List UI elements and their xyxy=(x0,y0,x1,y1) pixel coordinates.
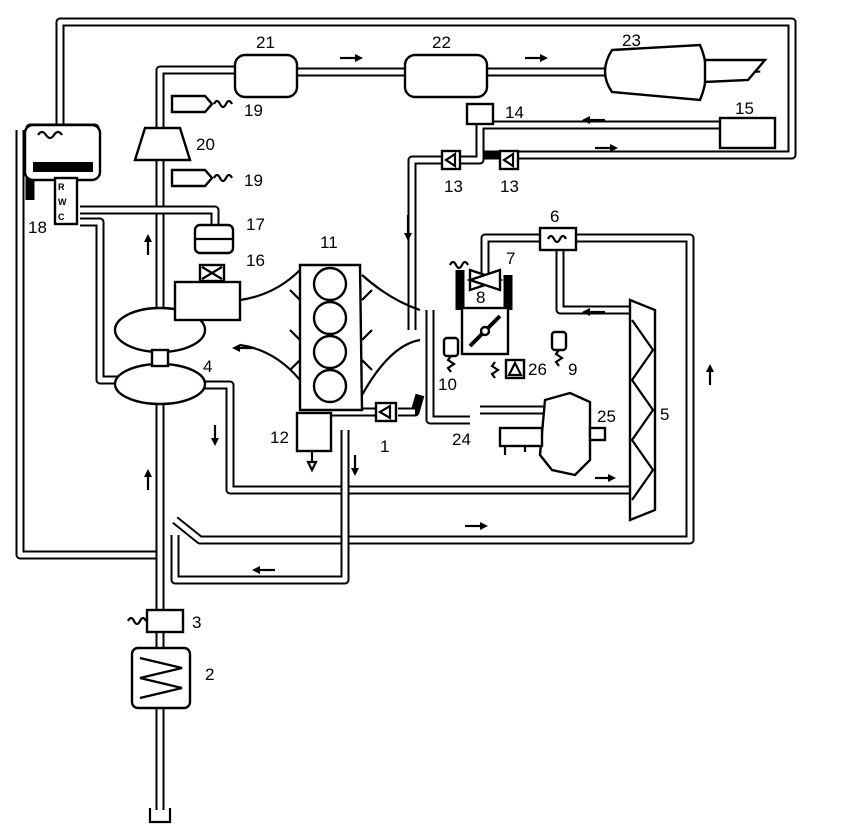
flow-arrow xyxy=(706,364,714,385)
label-21: 21 xyxy=(256,33,275,52)
label-22: 22 xyxy=(432,33,451,52)
flow-arrow xyxy=(595,144,618,152)
label-7: 7 xyxy=(506,249,515,268)
label-14: 14 xyxy=(505,103,524,122)
label-20: 20 xyxy=(196,135,215,154)
flow-arrow xyxy=(252,566,275,574)
label-5: 5 xyxy=(660,405,669,424)
throttle-position-sensor xyxy=(442,336,460,373)
flow-arrow xyxy=(340,54,363,62)
turbocharger xyxy=(113,306,207,406)
flow-arrow xyxy=(232,344,255,352)
label-9: 9 xyxy=(568,360,577,379)
flow-arrows xyxy=(144,54,714,574)
oxygen-sensor-lower xyxy=(170,168,233,188)
boost-control-solenoid xyxy=(23,123,102,226)
port-r: R xyxy=(58,182,65,192)
flow-arrow xyxy=(144,469,152,490)
label-19a: 19 xyxy=(244,101,263,120)
label-6: 6 xyxy=(550,207,559,226)
label-15: 15 xyxy=(735,99,754,118)
check-valve-1 xyxy=(374,401,398,423)
pressure-sensor xyxy=(465,102,495,126)
bypass-valve xyxy=(538,226,578,252)
oxygen-sensor-upper xyxy=(170,94,233,114)
port-w: W xyxy=(58,197,67,207)
rear-muffler xyxy=(603,43,708,102)
wastegate-housing xyxy=(173,263,242,322)
airflow-meter xyxy=(127,608,185,634)
label-16: 16 xyxy=(246,251,265,270)
port-c: C xyxy=(58,212,65,222)
label-13b: 13 xyxy=(500,177,519,196)
brake-booster xyxy=(498,391,607,477)
label-4: 4 xyxy=(203,357,212,376)
fuel-pressure-regulator xyxy=(295,411,333,473)
engine-block xyxy=(239,263,421,412)
label-10: 10 xyxy=(438,375,457,394)
label-17: 17 xyxy=(246,215,265,234)
label-1: 1 xyxy=(380,437,389,456)
label-8: 8 xyxy=(476,288,485,307)
flow-arrow xyxy=(351,455,359,476)
intake-inlet xyxy=(148,808,172,824)
label-11: 11 xyxy=(320,233,338,252)
wastegate-actuator xyxy=(193,223,235,255)
label-3: 3 xyxy=(192,613,201,632)
idle-control-valve xyxy=(449,260,504,292)
catalytic-converter xyxy=(233,53,299,99)
flow-arrow xyxy=(465,522,488,530)
flow-arrow xyxy=(404,215,412,241)
intercooler xyxy=(628,298,657,522)
label-23: 23 xyxy=(622,31,641,50)
pre-catalyst xyxy=(133,126,192,162)
check-valve-right xyxy=(498,149,520,171)
label-18: 18 xyxy=(28,218,47,237)
label-26: 26 xyxy=(528,360,547,379)
throttle-body xyxy=(460,306,510,356)
label-12: 12 xyxy=(270,428,289,447)
flow-arrow xyxy=(144,234,152,255)
label-13a: 13 xyxy=(444,177,463,196)
intake-temp-sensor xyxy=(550,330,568,367)
center-muffler xyxy=(403,53,489,99)
component-labels: 1 2 3 4 5 6 7 8 9 10 11 12 13 13 14 15 1… xyxy=(28,31,754,684)
label-24: 24 xyxy=(452,430,471,449)
check-valve-26 xyxy=(490,358,526,380)
exhaust-tailpipe xyxy=(703,58,768,84)
flow-arrow xyxy=(582,116,605,124)
flow-arrow xyxy=(582,308,605,316)
ecu xyxy=(718,116,777,150)
label-25: 25 xyxy=(597,407,616,426)
check-valve-left xyxy=(440,149,462,171)
label-19b: 19 xyxy=(244,171,263,190)
label-2: 2 xyxy=(205,665,214,684)
flow-arrow xyxy=(595,474,616,482)
air-filter xyxy=(130,646,192,710)
flow-arrow xyxy=(211,425,219,446)
flow-arrow xyxy=(525,54,548,62)
